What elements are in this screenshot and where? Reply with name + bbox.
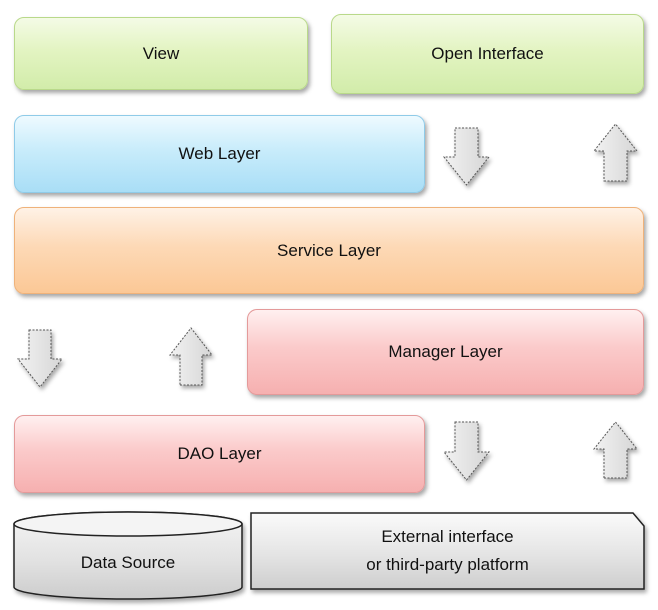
manager-layer-box: Manager Layer: [247, 309, 644, 395]
data-source-label: Data Source: [80, 553, 176, 572]
down-arrow-icon: [442, 127, 491, 186]
external-interface-box: External interface or third-party platfo…: [251, 513, 644, 589]
web-layer-box: Web Layer: [14, 115, 425, 193]
up-arrow-icon: [592, 123, 639, 182]
dao-layer-label: DAO Layer: [177, 444, 262, 463]
open-interface-box: Open Interface: [331, 14, 644, 94]
service-layer-box: Service Layer: [14, 207, 644, 294]
service-layer-label: Service Layer: [277, 240, 381, 260]
up-arrow-icon: [168, 327, 214, 386]
external-interface-label-line2: or third-party platform: [366, 555, 529, 574]
external-interface-label-line1: External interface: [381, 527, 514, 546]
down-arrow-icon: [442, 421, 491, 481]
up-arrow-icon: [592, 421, 639, 479]
open-interface-label: Open Interface: [431, 44, 544, 63]
view-layer-label: View: [142, 43, 180, 63]
web-layer-label: Web Layer: [178, 144, 261, 163]
down-arrow-icon: [16, 329, 64, 388]
manager-layer-label: Manager Layer: [388, 342, 503, 361]
dao-layer-box: DAO Layer: [14, 415, 425, 493]
view-layer-box: View: [14, 17, 308, 90]
